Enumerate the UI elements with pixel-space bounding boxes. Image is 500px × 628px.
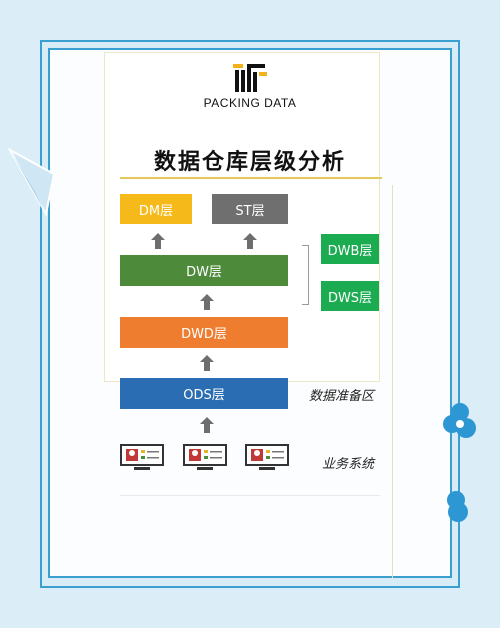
up-arrow-icon <box>200 355 214 371</box>
up-arrow-icon <box>200 417 214 433</box>
dw-layer-box: DW层 <box>120 255 288 286</box>
gold-divider <box>392 185 393 578</box>
business-systems-label: 业务系统 <box>322 457 375 472</box>
packing-data-logo <box>233 64 267 92</box>
page-title: 数据仓库层级分析 <box>153 150 346 175</box>
dm-layer-box: DM层 <box>120 194 192 224</box>
monitor-icon <box>245 444 289 470</box>
monitor-icon <box>183 444 227 470</box>
up-arrow-icon <box>200 294 214 310</box>
up-arrow-icon <box>243 233 257 249</box>
paper-plane-icon <box>7 147 56 217</box>
monitor-icon <box>120 444 164 470</box>
prep-zone-label: 数据准备区 <box>309 389 375 404</box>
dwb-layer-box: DWB层 <box>321 234 379 264</box>
dwd-layer-box: DWD层 <box>120 317 288 348</box>
ods-layer-box: ODS层 <box>120 378 288 409</box>
cloud-icon <box>447 491 468 522</box>
cloud-icon <box>443 403 476 438</box>
dws-layer-box: DWS层 <box>321 281 379 311</box>
bottom-divider <box>120 495 380 496</box>
dw-bracket <box>302 245 309 305</box>
up-arrow-icon <box>151 233 165 249</box>
brand-name: PACKING DATA <box>203 96 297 110</box>
st-layer-box: ST层 <box>212 194 288 224</box>
title-underline <box>120 177 382 179</box>
